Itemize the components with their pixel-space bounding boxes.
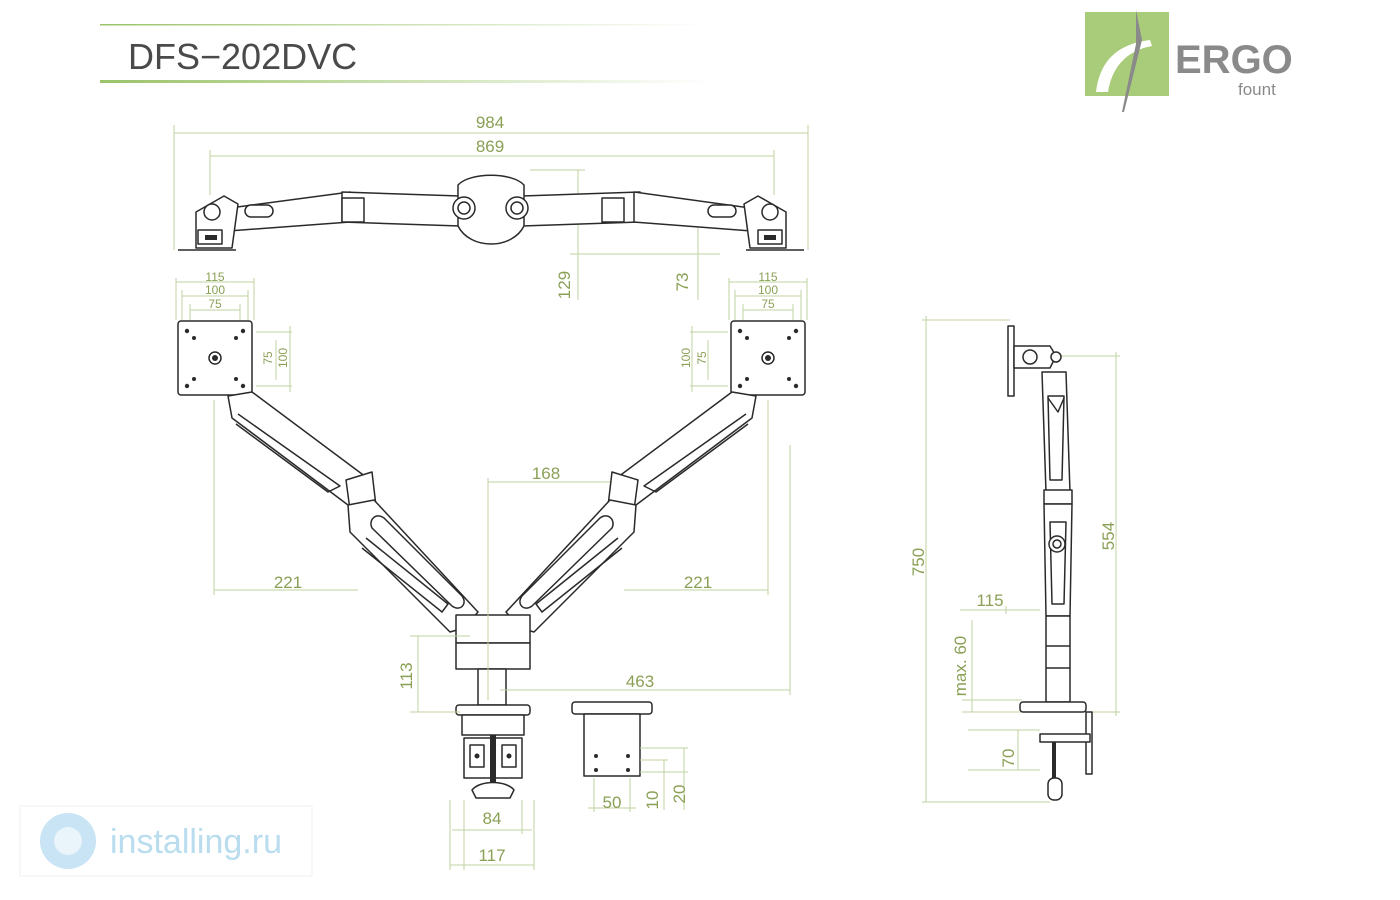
front-view-arms <box>227 391 757 799</box>
dim-side-clamp: 70 <box>999 749 1018 768</box>
dim-arm-span: 869 <box>476 137 504 156</box>
dim-reach-right: 221 <box>684 573 712 592</box>
dim-side-max: max. 60 <box>951 636 970 696</box>
product-title: DFS−202DVC <box>128 36 357 77</box>
dim-grommet-20: 20 <box>670 785 689 804</box>
ergofount-logo: ERGO fount <box>1085 10 1293 112</box>
dim-bracket-offset: 73 <box>673 273 692 292</box>
dim-side-depth: 115 <box>976 591 1003 610</box>
dim-clamp-inner: 84 <box>483 809 502 828</box>
dim-bracket-height: 129 <box>555 271 574 299</box>
header-rule-bottom <box>100 80 710 83</box>
dim-vesa-right-100: 100 <box>758 283 778 297</box>
dim-clamp-outer: 117 <box>478 846 505 865</box>
header: DFS−202DVC <box>100 24 710 83</box>
watermark-text: installing.ru <box>110 823 282 861</box>
logo-sub: fount <box>1238 80 1276 99</box>
watermark: installing.ru <box>19 805 313 877</box>
front-view-dimensions: 168 221 221 113 463 84 117 50 10 20 <box>213 400 791 870</box>
dim-overall-width: 984 <box>476 113 504 132</box>
dim-side-total: 750 <box>909 548 928 576</box>
top-view: 984 869 129 73 <box>173 113 809 300</box>
dim-column-height: 113 <box>397 662 416 689</box>
vesa-plate-right: 115 100 75 100 75 <box>679 270 808 396</box>
dim-grommet-width: 50 <box>603 793 622 812</box>
dim-vesa-right-h100: 100 <box>679 348 693 368</box>
logo-word: ERGO <box>1175 38 1293 82</box>
dim-grommet-10: 10 <box>643 791 662 810</box>
dim-vesa-left-75: 75 <box>208 297 222 311</box>
dim-center-offset: 168 <box>532 464 560 483</box>
dim-vesa-right-75: 75 <box>761 297 775 311</box>
dim-vesa-left-h75: 75 <box>261 351 275 365</box>
dim-vesa-left-115: 115 <box>205 270 224 284</box>
side-view: 750 554 115 max. 60 70 <box>909 316 1120 803</box>
dim-reach-left: 221 <box>274 573 302 592</box>
dim-vesa-right-115: 115 <box>758 270 777 284</box>
dim-base-reach: 463 <box>626 672 654 691</box>
header-rule-top <box>100 24 710 26</box>
dim-vesa-right-h75: 75 <box>695 351 709 365</box>
dim-vesa-left-h100: 100 <box>276 348 290 368</box>
dim-side-arm: 554 <box>1099 522 1118 550</box>
logo-swoosh-icon <box>1096 40 1152 92</box>
vesa-plate-left: 115 100 75 75 100 <box>175 270 292 396</box>
dim-vesa-left-100: 100 <box>205 283 225 297</box>
